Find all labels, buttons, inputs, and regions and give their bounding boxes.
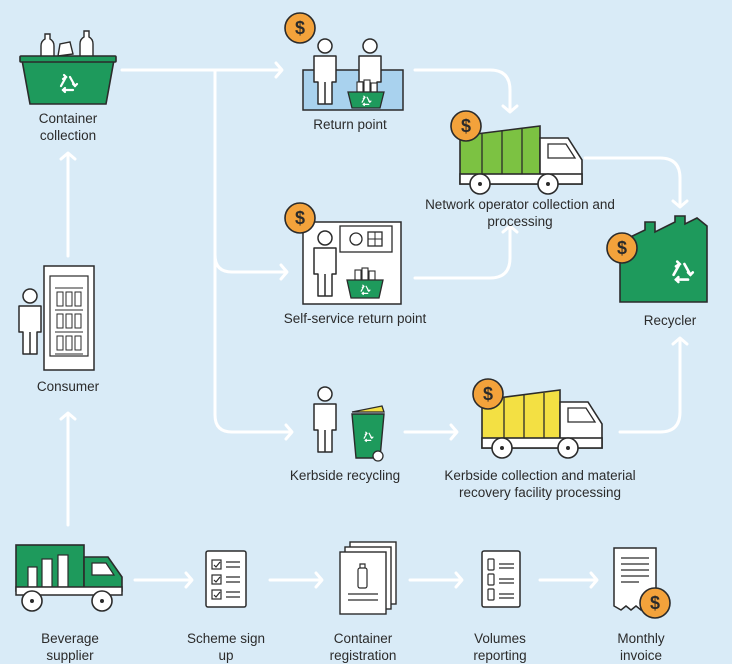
kerbside-recycling-icon bbox=[313, 386, 385, 462]
self-service-machine-icon bbox=[284, 202, 402, 305]
person-icon bbox=[18, 288, 42, 355]
dollar-coin-icon bbox=[606, 232, 638, 264]
person-icon bbox=[313, 38, 337, 105]
bottle-icon bbox=[40, 30, 94, 59]
consumer-icon bbox=[18, 265, 95, 371]
dollar-coin-icon bbox=[284, 12, 316, 44]
label-self-service: Self-service return point bbox=[283, 311, 427, 326]
label-recycler: Recycler bbox=[643, 313, 697, 328]
beverage-supplier-truck-icon bbox=[15, 544, 123, 612]
bin-icon bbox=[351, 405, 385, 462]
return-point-icon bbox=[284, 12, 404, 111]
label-scheme-sign-up: Scheme sign up bbox=[186, 631, 266, 663]
recycler-factory-icon bbox=[606, 215, 708, 303]
dollar-coin-icon bbox=[450, 110, 482, 142]
container-collection-text: Container collection bbox=[38, 111, 98, 143]
person-icon bbox=[313, 386, 337, 453]
label-container-registration: Container registration bbox=[329, 631, 397, 663]
kerbside-collection-truck-icon bbox=[472, 378, 603, 459]
container-collection-icon bbox=[19, 30, 117, 105]
label-container-collection: Container collection bbox=[18, 110, 118, 144]
flow-arrows bbox=[66, 68, 682, 582]
label-monthly-invoice: Monthly invoice bbox=[617, 631, 665, 663]
label-return-point: Return point bbox=[313, 117, 387, 132]
network-operator-truck-icon bbox=[450, 110, 583, 195]
dollar-coin-icon bbox=[472, 378, 504, 410]
label-consumer: Consumer bbox=[36, 379, 100, 394]
checklist-icon bbox=[205, 550, 247, 608]
dollar-coin-icon bbox=[284, 202, 316, 234]
label-beverage-supplier: Beverage supplier bbox=[41, 631, 99, 663]
label-kerbside-recycling: Kerbside recycling bbox=[289, 468, 401, 483]
document-icon bbox=[339, 541, 397, 615]
label-network-operator: Network operator collection and processi… bbox=[425, 197, 615, 229]
label-kerbside-collection: Kerbside collection and material recover… bbox=[444, 468, 636, 500]
report-icon bbox=[481, 550, 521, 608]
receipt-icon bbox=[613, 547, 671, 619]
label-volumes-reporting: Volumes reporting bbox=[473, 631, 527, 663]
dollar-coin-icon bbox=[639, 587, 671, 619]
